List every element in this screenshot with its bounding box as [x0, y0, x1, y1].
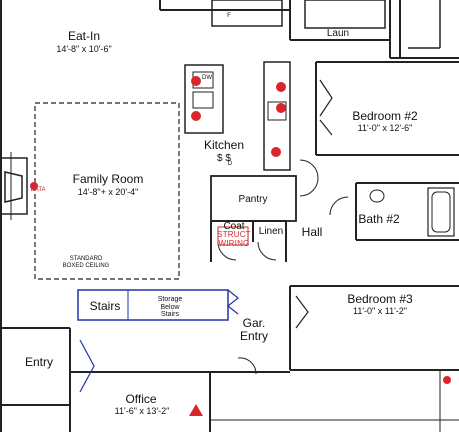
linen-name: Linen	[258, 226, 284, 237]
storage-name: Storage Below Stairs	[157, 296, 183, 319]
struct-wiring-box	[217, 226, 249, 246]
family-room-dims: 14'-8"+ x 20'-4"	[77, 187, 139, 197]
bedroom3-name: Bedroom #3	[347, 292, 413, 306]
tub	[427, 187, 455, 237]
dishwasher-label: DW	[202, 75, 212, 81]
outlet-markers	[30, 76, 451, 416]
outlet-icon	[276, 82, 286, 92]
fireplace-data-label: DATA	[30, 187, 46, 193]
pantry-name: Pantry	[238, 194, 268, 205]
island	[184, 64, 224, 134]
fridge-outline	[211, 0, 283, 27]
fireplace	[4, 171, 23, 203]
bedroom3-dims: 11'-0" x 11'-2"	[352, 306, 408, 316]
fridge-label: F	[227, 13, 231, 19]
eat-in-dims: 14'-8" x 10'-6"	[56, 44, 112, 54]
struct-wiring-label: STRUCT WIRING	[217, 230, 251, 248]
coat-name: Coat	[223, 221, 245, 232]
sink	[369, 189, 385, 203]
switch-symbols: $ $	[217, 153, 231, 164]
outlet-icon	[443, 376, 451, 384]
outlet-icon	[30, 182, 38, 190]
ceiling-note: STANDARD BOXED CEILING	[62, 256, 110, 269]
office-dims: 11'-6" x 13'-2"	[114, 406, 170, 416]
alarm-icon	[189, 404, 203, 416]
bedroom2-dims: 11'-0" x 12'-6"	[357, 123, 413, 133]
laun-name: Laun	[326, 28, 350, 39]
family-room-name: Family Room	[72, 172, 144, 186]
stairs-outline	[77, 289, 229, 321]
stairs-name: Stairs	[89, 299, 121, 313]
hall-name: Hall	[301, 225, 323, 239]
bedroom2-name: Bedroom #2	[352, 109, 418, 123]
outlet-icon	[276, 103, 286, 113]
outlet-icon	[191, 76, 201, 86]
office-name: Office	[125, 392, 157, 406]
switch-sub: D	[227, 161, 233, 167]
boxed-ceiling-outline	[34, 102, 180, 280]
kitchen-name: Kitchen	[203, 138, 245, 152]
outlet-icon	[191, 111, 201, 121]
eat-in-name: Eat-In	[67, 29, 100, 43]
outlet-icon	[271, 147, 281, 157]
counter	[263, 61, 291, 171]
gar-entry-name: Gar. Entry	[239, 316, 268, 344]
entry-name: Entry	[24, 355, 53, 369]
bath2-name: Bath #2	[358, 212, 400, 226]
